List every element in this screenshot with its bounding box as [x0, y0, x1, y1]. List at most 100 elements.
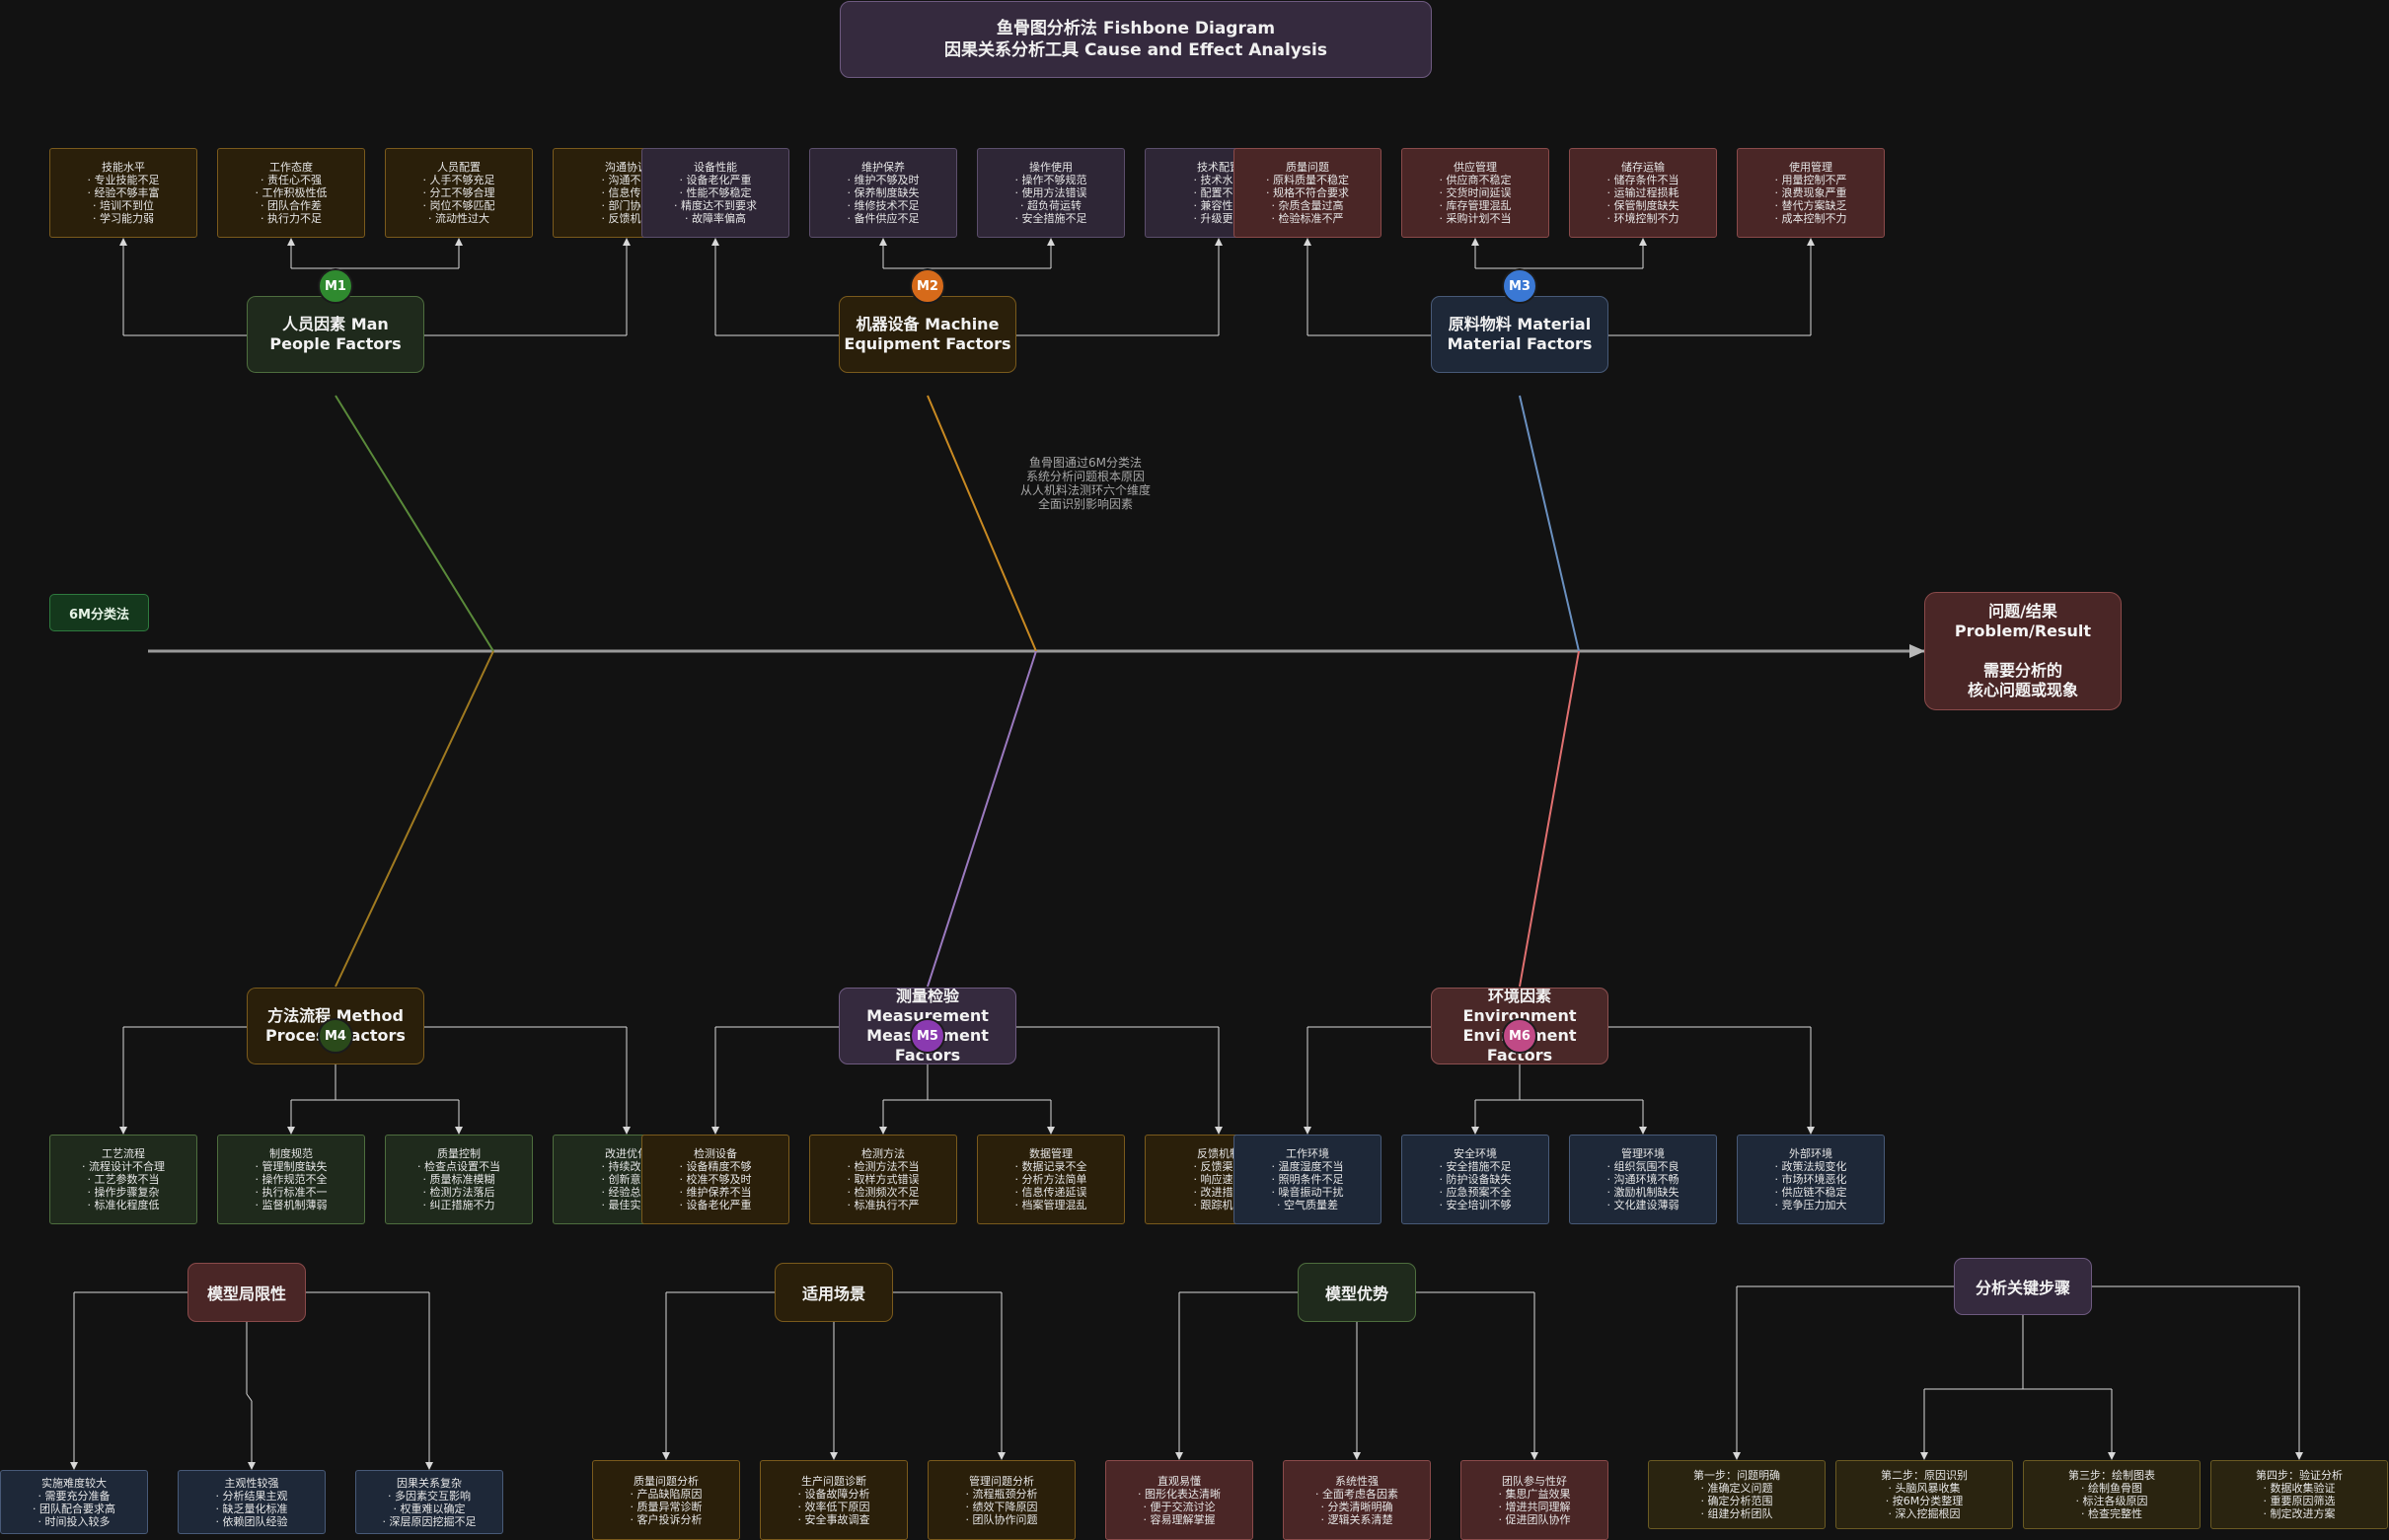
cause-leaf: 管理环境· 组织氛围不良 · 沟通环境不畅 · 激励机制缺失 · 文化建设薄弱 [1569, 1135, 1717, 1224]
leaf-body: · 储存条件不当 · 运输过程损耗 · 保管制度缺失 · 环境控制不力 [1606, 174, 1680, 225]
category-badge-5: M5 [910, 1018, 945, 1054]
leaf-heading: 供应管理 [1454, 161, 1497, 174]
leaf-heading: 储存运输 [1621, 161, 1665, 174]
leaf-heading: 第三步：绘制图表 [2068, 1469, 2155, 1482]
group-item: 第四步：验证分析· 数据收集验证 · 重要原因筛选 · 制定改进方案 [2210, 1460, 2388, 1529]
leaf-body: · 管理制度缺失 · 操作规范不全 · 执行标准不一 · 监督机制薄弱 [255, 1160, 328, 1211]
leaf-heading: 管理问题分析 [969, 1474, 1034, 1488]
category-badge-4: M4 [318, 1018, 353, 1054]
leaf-body: · 持续改进 · 创新意识 · 经验总结 · 最佳实践 [601, 1160, 652, 1211]
leaf-body: · 设备老化严重 · 性能不够稳定 · 精度达不到要求 · 故障率偏高 [674, 174, 757, 225]
group-header-2[interactable]: 适用场景 [775, 1263, 893, 1322]
leaf-body: · 头脑风暴收集 · 按6M分类整理 · 深入挖掘根因 [1885, 1482, 1964, 1520]
leaf-body: · 安全措施不足 · 防护设备缺失 · 应急预案不全 · 安全培训不够 [1439, 1160, 1512, 1211]
leaf-heading: 安全环境 [1454, 1147, 1497, 1160]
group-item: 实施难度较大· 需要充分准备 · 团队配合要求高 · 时间投入较多 [0, 1470, 148, 1534]
leaf-heading: 第二步：原因识别 [1881, 1469, 1968, 1482]
leaf-body: · 组织氛围不良 · 沟通环境不畅 · 激励机制缺失 · 文化建设薄弱 [1606, 1160, 1680, 1211]
group-item: 直观易懂· 图形化表达清晰 · 便于交流讨论 · 容易理解掌握 [1105, 1460, 1253, 1540]
category-3[interactable]: 原料物料 Material Material Factors [1431, 296, 1608, 373]
leaf-heading: 主观性较强 [224, 1476, 279, 1490]
leaf-body: · 数据收集验证 · 重要原因筛选 · 制定改进方案 [2263, 1482, 2336, 1520]
group-item: 质量问题分析· 产品缺陷原因 · 质量异常诊断 · 客户投诉分析 [592, 1460, 740, 1540]
leaf-heading: 使用管理 [1789, 161, 1832, 174]
leaf-heading: 改进优化 [605, 1147, 648, 1160]
cause-leaf: 制度规范· 管理制度缺失 · 操作规范不全 · 执行标准不一 · 监督机制薄弱 [217, 1135, 365, 1224]
leaf-heading: 技术配置 [1197, 161, 1240, 174]
cause-leaf: 检测方法· 检测方法不当 · 取样方式错误 · 检测频次不足 · 标准执行不严 [809, 1135, 957, 1224]
leaf-heading: 反馈机制 [1197, 1147, 1240, 1160]
leaf-body: · 数据记录不全 · 分析方法简单 · 信息传递延误 · 档案管理混乱 [1014, 1160, 1087, 1211]
leaf-heading: 沟通协调 [605, 161, 648, 174]
group-item: 管理问题分析· 流程瓶颈分析 · 绩效下降原因 · 团队协作问题 [928, 1460, 1076, 1540]
bone-5 [927, 650, 1037, 988]
leaf-heading: 检测设备 [694, 1147, 737, 1160]
leaf-heading: 操作使用 [1029, 161, 1073, 174]
bone-2 [927, 395, 1037, 652]
cause-leaf: 技能水平· 专业技能不足 · 经验不够丰富 · 培训不到位 · 学习能力弱 [49, 148, 197, 238]
bone-3 [1519, 395, 1580, 652]
group-item: 第一步：问题明确· 准确定义问题 · 确定分析范围 · 组建分析团队 [1648, 1460, 1826, 1529]
cause-leaf: 操作使用· 操作不够规范 · 使用方法错误 · 超负荷运转 · 安全措施不足 [977, 148, 1125, 238]
cause-leaf: 工艺流程· 流程设计不合理 · 工艺参数不当 · 操作步骤复杂 · 标准化程度低 [49, 1135, 197, 1224]
leaf-heading: 维护保养 [861, 161, 905, 174]
leaf-body: · 操作不够规范 · 使用方法错误 · 超负荷运转 · 安全措施不足 [1014, 174, 1087, 225]
group-item: 系统性强· 全面考虑各因素 · 分类清晰明确 · 逻辑关系清楚 [1283, 1460, 1431, 1540]
leaf-body: · 绘制鱼骨图 · 标注各级原因 · 检查完整性 [2075, 1482, 2148, 1520]
leaf-body: · 原料质量不稳定 · 规格不符合要求 · 杂质含量过高 · 检验标准不严 [1266, 174, 1349, 225]
leaf-heading: 检测方法 [861, 1147, 905, 1160]
leaf-body: · 专业技能不足 · 经验不够丰富 · 培训不到位 · 学习能力弱 [87, 174, 160, 225]
cause-leaf: 储存运输· 储存条件不当 · 运输过程损耗 · 保管制度缺失 · 环境控制不力 [1569, 148, 1717, 238]
cause-leaf: 外部环境· 政策法规变化 · 市场环境恶化 · 供应链不稳定 · 竞争压力加大 [1737, 1135, 1885, 1224]
leaf-body: · 沟通不畅 · 信息传递 · 部门协调 · 反馈机制 [601, 174, 652, 225]
leaf-heading: 人员配置 [437, 161, 481, 174]
leaf-heading: 工作环境 [1286, 1147, 1329, 1160]
group-item: 生产问题诊断· 设备故障分析 · 效率低下原因 · 安全事故调查 [760, 1460, 908, 1540]
group-header-3[interactable]: 模型优势 [1298, 1263, 1416, 1322]
leaf-body: · 全面考虑各因素 · 分类清晰明确 · 逻辑关系清楚 [1315, 1487, 1398, 1526]
leaf-body: · 供应商不稳定 · 交货时间延误 · 库存管理混乱 · 采购计划不当 [1439, 174, 1512, 225]
leaf-body: · 反馈渠道 · 响应速度 · 改进措施 · 跟踪机制 [1193, 1160, 1244, 1211]
cause-leaf: 设备性能· 设备老化严重 · 性能不够稳定 · 精度达不到要求 · 故障率偏高 [641, 148, 789, 238]
leaf-heading: 直观易懂 [1157, 1474, 1201, 1488]
cause-leaf: 检测设备· 设备精度不够 · 校准不够及时 · 维护保养不当 · 设备老化严重 [641, 1135, 789, 1224]
leaf-body: · 集思广益效果 · 增进共同理解 · 促进团队协作 [1498, 1487, 1571, 1526]
category-badge-1: M1 [318, 268, 353, 304]
leaf-body: · 流程瓶颈分析 · 绩效下降原因 · 团队协作问题 [965, 1487, 1038, 1526]
leaf-heading: 管理环境 [1621, 1147, 1665, 1160]
leaf-body: · 责任心不强 · 工作积极性低 · 团队合作差 · 执行力不足 [255, 174, 328, 225]
cause-leaf: 供应管理· 供应商不稳定 · 交货时间延误 · 库存管理混乱 · 采购计划不当 [1401, 148, 1549, 238]
group-item: 因果关系复杂· 多因素交互影响 · 权重难以确定 · 深层原因挖掘不足 [355, 1470, 503, 1534]
cause-leaf: 安全环境· 安全措施不足 · 防护设备缺失 · 应急预案不全 · 安全培训不够 [1401, 1135, 1549, 1224]
group-header-4[interactable]: 分析关键步骤 [1954, 1258, 2092, 1315]
leaf-heading: 第四步：验证分析 [2256, 1469, 2343, 1482]
leaf-heading: 实施难度较大 [41, 1476, 107, 1490]
group-item: 第二步：原因识别· 头脑风暴收集 · 按6M分类整理 · 深入挖掘根因 [1835, 1460, 2013, 1529]
cause-leaf: 使用管理· 用量控制不严 · 浪费现象严重 · 替代方案缺乏 · 成本控制不力 [1737, 148, 1885, 238]
leaf-body: · 检测方法不当 · 取样方式错误 · 检测频次不足 · 标准执行不严 [847, 1160, 920, 1211]
cause-leaf: 工作态度· 责任心不强 · 工作积极性低 · 团队合作差 · 执行力不足 [217, 148, 365, 238]
category-badge-2: M2 [910, 268, 945, 304]
category-2[interactable]: 机器设备 Machine Equipment Factors [839, 296, 1016, 373]
category-badge-3: M3 [1502, 268, 1537, 304]
leaf-body: · 多因素交互影响 · 权重难以确定 · 深层原因挖掘不足 [382, 1489, 477, 1528]
category-1[interactable]: 人员因素 Man People Factors [247, 296, 424, 373]
leaf-heading: 工作态度 [269, 161, 313, 174]
leaf-heading: 技能水平 [102, 161, 145, 174]
leaf-heading: 质量问题 [1286, 161, 1329, 174]
category-badge-6: M6 [1502, 1018, 1537, 1054]
leaf-heading: 团队参与性好 [1502, 1474, 1567, 1488]
cause-leaf: 工作环境· 温度湿度不当 · 照明条件不足 · 噪音振动干扰 · 空气质量差 [1233, 1135, 1381, 1224]
leaf-body: · 准确定义问题 · 确定分析范围 · 组建分析团队 [1700, 1482, 1773, 1520]
group-header-1[interactable]: 模型局限性 [187, 1263, 306, 1322]
method-tag: 6M分类法 [49, 594, 149, 631]
leaf-heading: 系统性强 [1335, 1474, 1379, 1488]
bone-6 [1519, 650, 1580, 988]
leaf-heading: 工艺流程 [102, 1147, 145, 1160]
leaf-body: · 政策法规变化 · 市场环境恶化 · 供应链不稳定 · 竞争压力加大 [1774, 1160, 1847, 1211]
leaf-heading: 外部环境 [1789, 1147, 1832, 1160]
leaf-body: · 用量控制不严 · 浪费现象严重 · 替代方案缺乏 · 成本控制不力 [1774, 174, 1847, 225]
leaf-body: · 技术水平 · 配置不够 · 兼容性问 · 升级更新 [1193, 174, 1244, 225]
